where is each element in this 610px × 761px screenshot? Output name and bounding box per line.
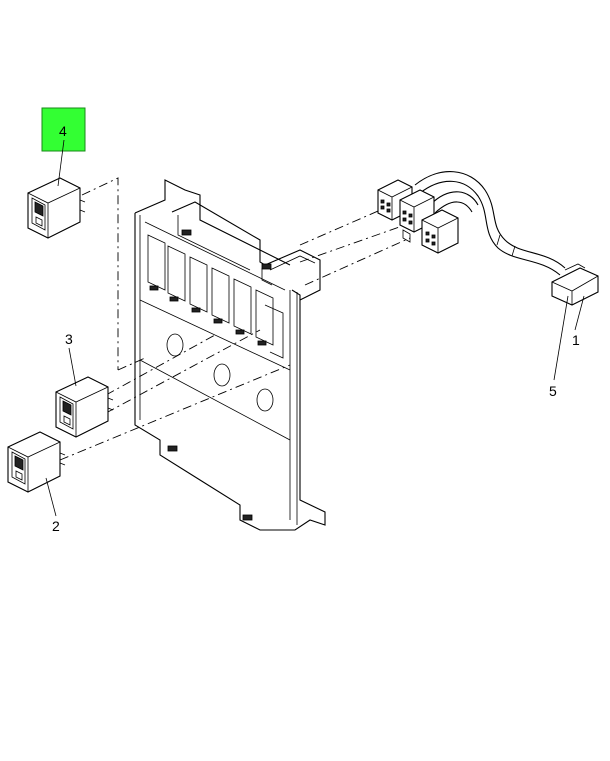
callout-4-label: 4 <box>59 123 67 139</box>
rocker-switch-2 <box>7 431 66 493</box>
harness-end-plug <box>551 263 599 306</box>
harness-connector-c <box>421 209 459 254</box>
mounting-holes <box>166 333 274 412</box>
callouts: 4 3 2 1 5 <box>41 107 585 534</box>
rocker-switch-4 <box>27 177 86 239</box>
callout-3-label: 3 <box>65 331 73 347</box>
wiring-harness <box>377 171 599 306</box>
mounting-bracket <box>134 179 326 531</box>
switch-openings <box>147 234 284 359</box>
callout-1-label: 1 <box>572 332 580 348</box>
callout-5-label: 5 <box>549 383 557 399</box>
rocker-switch-3 <box>55 376 114 438</box>
explode-leader-lines <box>59 177 411 461</box>
callout-2-label: 2 <box>52 518 60 534</box>
